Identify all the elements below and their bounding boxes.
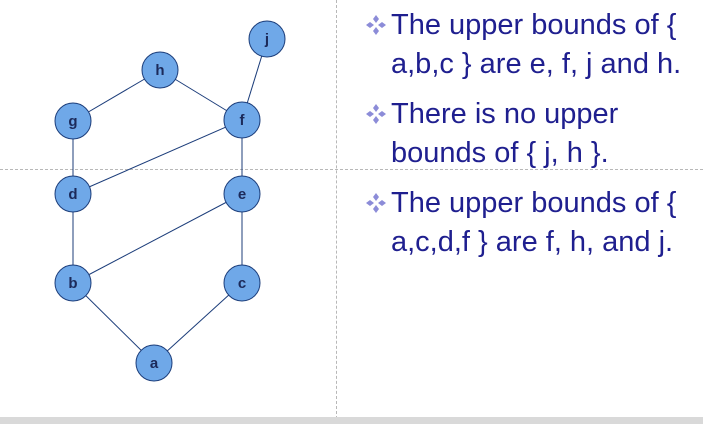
node-label-a: a xyxy=(150,355,159,372)
diamond-bullet-icon xyxy=(366,15,386,35)
edge-a-b xyxy=(72,282,155,364)
bullet-item: There is no upper bounds of { j, h }. xyxy=(364,95,699,173)
node-f xyxy=(223,101,261,139)
edge-d-f xyxy=(72,119,243,195)
node-label-c: c xyxy=(238,275,246,292)
node-d xyxy=(54,175,92,213)
diamond-bullet-icon xyxy=(366,104,386,124)
edge-a-c xyxy=(153,282,243,364)
hasse-diagram: a b c d e f g h j xyxy=(54,20,286,382)
node-label-d: d xyxy=(68,186,77,203)
node-g xyxy=(54,102,92,140)
node-h xyxy=(141,51,179,89)
horizontal-guide-line xyxy=(0,169,703,170)
bullet-text: The upper bounds of { a,c,d,f } are f, h… xyxy=(391,187,677,258)
diamond-bullet-icon xyxy=(366,193,386,213)
edge-b-e xyxy=(72,193,243,284)
node-label-g: g xyxy=(68,113,77,130)
bullet-text: There is no upper bounds of { j, h }. xyxy=(391,98,619,169)
graph-nodes: a b c d e f g h j xyxy=(54,20,286,382)
bullet-item: The upper bounds of { a,b,c } are e, f, … xyxy=(364,6,699,84)
node-a xyxy=(135,344,173,382)
bullet-item: The upper bounds of { a,c,d,f } are f, h… xyxy=(364,184,699,262)
bullet-text: The upper bounds of { a,b,c } are e, f, … xyxy=(391,9,682,80)
node-label-j: j xyxy=(264,31,269,48)
node-b xyxy=(54,264,92,302)
node-label-h: h xyxy=(155,62,164,79)
bullet-list: The upper bounds of { a,b,c } are e, f, … xyxy=(364,6,699,273)
vertical-guide-line xyxy=(336,0,337,424)
node-label-f: f xyxy=(240,112,246,129)
bottom-bar xyxy=(0,417,703,424)
node-label-e: e xyxy=(238,186,246,203)
node-label-b: b xyxy=(68,275,77,292)
node-j xyxy=(248,20,286,58)
node-c xyxy=(223,264,261,302)
node-e xyxy=(223,175,261,213)
